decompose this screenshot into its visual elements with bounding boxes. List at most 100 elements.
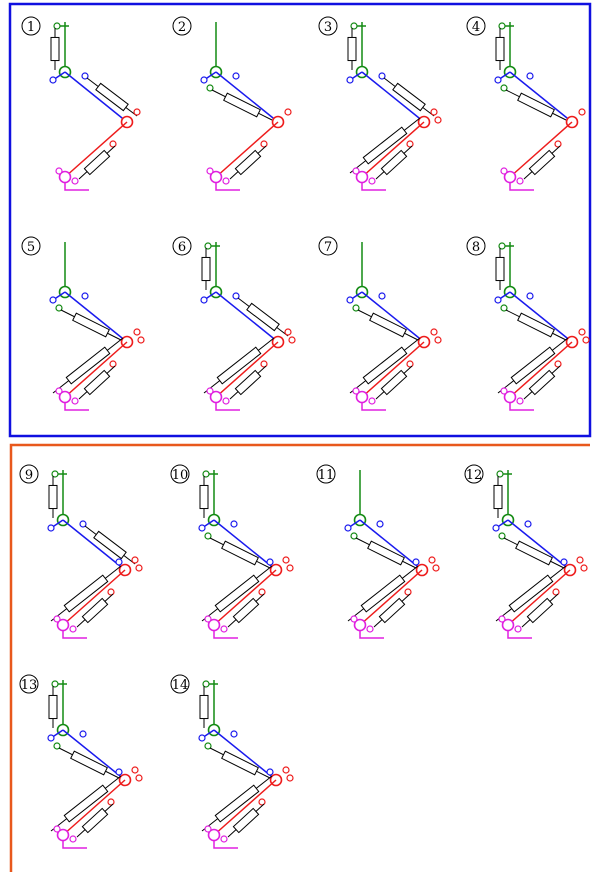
- shank-mount-joint: [258, 798, 266, 806]
- thigh-lever-joint: [47, 734, 55, 742]
- knee-back-joint: [266, 558, 274, 566]
- thigh-mount-joint: [378, 292, 386, 300]
- hip-front-joint: [352, 304, 360, 312]
- knee-front-joint: [135, 774, 143, 782]
- label-number: 8: [472, 240, 480, 255]
- actuator-cylinder: [83, 369, 111, 396]
- actuator-cylinder: [515, 540, 553, 566]
- foot-plate: [64, 182, 89, 191]
- shank-actuator: [373, 593, 411, 628]
- ankle-back-joint: [206, 387, 214, 395]
- label-number: 10: [172, 468, 189, 483]
- thigh-link: [213, 519, 277, 571]
- knee-front-joint: [434, 116, 442, 124]
- shank-mount-joint: [107, 798, 115, 806]
- actuator-cylinder: [216, 346, 262, 385]
- actuator-cylinder: [63, 784, 109, 823]
- foot-plate: [361, 402, 386, 411]
- hip-mount-joint: [204, 242, 212, 250]
- thigh-mount-joint: [378, 72, 386, 80]
- actuator-cylinder: [48, 694, 58, 720]
- actuator-cylinder: [526, 597, 554, 624]
- knee-upper-joint: [131, 556, 139, 564]
- hip-front-joint: [206, 84, 214, 92]
- ankle-front-joint: [71, 177, 79, 185]
- shank-link: [62, 569, 126, 626]
- config-label: 4: [466, 16, 486, 36]
- shank-mount-joint: [554, 360, 562, 368]
- knee-front-actuator: [349, 117, 421, 174]
- thigh-actuator: [357, 309, 419, 341]
- shank-mount-joint: [107, 588, 115, 596]
- knee-front-joint: [580, 564, 588, 572]
- config-label: 9: [19, 464, 39, 484]
- ankle-back-joint: [500, 387, 508, 395]
- knee-front-joint: [288, 336, 296, 344]
- hip-mount-joint: [51, 680, 59, 688]
- ankle-front-joint: [366, 625, 374, 633]
- knee-front-actuator: [495, 565, 567, 622]
- hip-front-joint: [53, 742, 61, 750]
- ankle-back-joint: [204, 825, 212, 833]
- ankle-back-joint: [206, 167, 214, 175]
- foot-plate: [509, 402, 534, 411]
- knee-back-joint: [560, 558, 568, 566]
- shank-actuator: [375, 365, 413, 400]
- leg-figure-13: 13: [19, 674, 143, 849]
- thigh-mount-joint: [376, 520, 384, 528]
- group-2-frame: [9, 443, 590, 872]
- ankle-front-joint: [222, 397, 230, 405]
- hip-front-joint: [204, 742, 212, 750]
- thigh-link: [215, 71, 279, 123]
- thigh-actuator: [383, 77, 435, 117]
- config-label: 14: [170, 674, 190, 694]
- leg-figure-3: 3: [318, 16, 442, 191]
- thigh-actuator: [355, 537, 417, 569]
- shank-link: [359, 569, 423, 626]
- ankle-front-joint: [516, 177, 524, 185]
- knee-front-actuator: [349, 337, 421, 394]
- shank-link: [509, 121, 573, 178]
- knee-front-actuator: [201, 775, 273, 832]
- thigh-lever-joint: [200, 296, 208, 304]
- thigh-link: [359, 519, 423, 571]
- config-label: 11: [316, 464, 336, 484]
- ankle-back-joint: [352, 167, 360, 175]
- leg-figure-4: 4: [466, 16, 586, 191]
- label-circle: [170, 464, 190, 484]
- shank-link: [213, 569, 277, 626]
- label-circle: [464, 464, 484, 484]
- ankle-front-joint: [69, 625, 77, 633]
- shank-actuator: [375, 145, 413, 180]
- thigh-link: [361, 291, 425, 343]
- knee-upper-joint: [282, 766, 290, 774]
- thigh-actuator: [209, 747, 271, 779]
- shank-actuator: [227, 803, 265, 838]
- hip-upper-actuator: [48, 686, 58, 728]
- actuator-cylinder: [199, 484, 209, 510]
- shank-actuator: [78, 365, 116, 400]
- hip-mount-joint: [350, 22, 358, 30]
- label-circle: [318, 16, 338, 36]
- actuator-cylinder: [392, 82, 426, 112]
- actuator-cylinder: [234, 149, 262, 176]
- thigh-lever-joint: [198, 524, 206, 532]
- shank-link: [64, 121, 128, 178]
- label-number: 3: [324, 20, 332, 35]
- knee-front-joint: [432, 564, 440, 572]
- thigh-link: [62, 729, 126, 781]
- hip-upper-actuator: [199, 686, 209, 728]
- actuator-cylinder: [70, 750, 108, 776]
- ankle-front-joint: [220, 625, 228, 633]
- foot-plate: [64, 402, 89, 411]
- actuator-cylinder: [360, 574, 406, 613]
- label-circle: [21, 236, 41, 256]
- thigh-link: [62, 519, 126, 571]
- thigh-link: [64, 71, 128, 123]
- foot-plate: [359, 630, 384, 639]
- hip-upper-actuator: [493, 476, 503, 518]
- actuator-cylinder: [380, 369, 408, 396]
- knee-front-actuator: [50, 775, 122, 832]
- knee-upper-joint: [133, 108, 141, 116]
- knee-back-joint: [266, 768, 274, 776]
